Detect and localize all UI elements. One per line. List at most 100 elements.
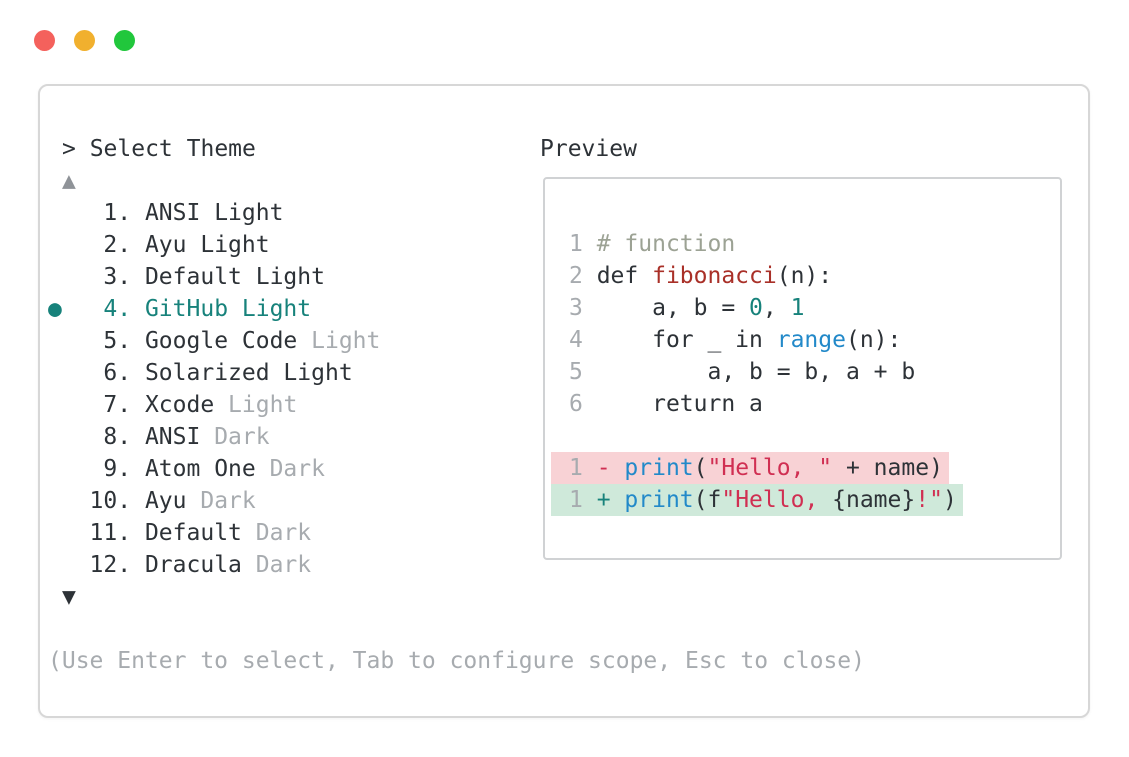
theme-item-variant: Dark [200, 424, 270, 450]
prompt: > Select Theme [62, 136, 256, 162]
line-number: 3 [569, 295, 597, 321]
marker-spacer [48, 488, 76, 514]
theme-item-label: Dracula [144, 552, 242, 578]
line-number: 1 [569, 231, 597, 257]
theme-item-number: 5. [75, 328, 145, 354]
scroll-up-icon[interactable]: ▲ [62, 168, 76, 194]
line-number: 5 [569, 359, 597, 385]
code-token-number: 1 [790, 295, 805, 321]
line-number: 4 [569, 327, 597, 353]
theme-item-label: Google Code [144, 328, 298, 354]
theme-item-3[interactable]: 3. Default Light [48, 261, 380, 293]
marker-spacer [48, 360, 76, 386]
theme-item-label: Default Light [144, 264, 325, 290]
theme-item-label: Atom One [144, 456, 256, 482]
marker-spacer [48, 392, 76, 418]
theme-item-5[interactable]: 5. Google Code Light [48, 325, 380, 357]
theme-item-label: Xcode [144, 392, 215, 418]
theme-item-4[interactable]: ● 4. GitHub Light [48, 293, 380, 325]
theme-item-variant: Dark [186, 488, 256, 514]
code-line: 6 return a [569, 388, 963, 420]
theme-item-number: 1. [75, 200, 145, 226]
code-line: 2 def fibonacci(n): [569, 260, 963, 292]
code-token-plain: a, b = [596, 295, 750, 321]
preview-label: Preview [540, 136, 637, 162]
theme-item-12[interactable]: 12. Dracula Dark [48, 549, 380, 581]
theme-item-label: Ayu [144, 488, 187, 514]
theme-item-number: 6. [75, 360, 145, 386]
code-token-plain: ) [942, 487, 957, 513]
theme-item-variant: Light [297, 328, 381, 354]
code-token-plain: {name} [832, 487, 916, 513]
theme-item-label: Solarized Light [144, 360, 353, 386]
theme-item-label: Ayu Light [144, 232, 270, 258]
code-token-plain: for _ in [596, 327, 777, 353]
code-token-builtin: print [624, 487, 694, 513]
code-token-plain: return a [596, 391, 763, 417]
marker-spacer [48, 520, 76, 546]
code-token-builtin: print [624, 455, 694, 481]
scroll-down-icon[interactable]: ▼ [62, 584, 76, 610]
titlebar [34, 30, 135, 51]
theme-item-8[interactable]: 8. ANSI Dark [48, 421, 380, 453]
code-line: 3 a, b = 0, 1 [569, 292, 963, 324]
minimize-button[interactable] [74, 30, 95, 51]
theme-item-variant: Dark [241, 520, 312, 546]
code-token-number: 0 [749, 295, 763, 321]
theme-item-2[interactable]: 2. Ayu Light [48, 229, 380, 261]
marker-spacer [48, 552, 76, 578]
code-token-plain: a, b = b, a + b [596, 359, 916, 385]
code-token-string: !" [915, 487, 943, 513]
theme-item-10[interactable]: 10. Ayu Dark [48, 485, 380, 517]
code-token-string: "Hello, [721, 487, 833, 513]
theme-item-number: 4. [75, 296, 145, 322]
theme-item-number: 3. [75, 264, 145, 290]
theme-item-number: 9. [75, 456, 145, 482]
code-line [569, 420, 963, 452]
diff-added-line: 1 + print(f"Hello, {name}!") [551, 484, 963, 516]
line-number: 1 [569, 487, 597, 513]
theme-item-label: Default [144, 520, 242, 546]
theme-item-1[interactable]: 1. ANSI Light [48, 197, 380, 229]
code-line: 5 a, b = b, a + b [569, 356, 963, 388]
selected-marker-icon: ● [48, 296, 76, 322]
code-token-comment: # function [596, 231, 736, 257]
code-token-string: - [596, 455, 625, 481]
line-number: 6 [569, 391, 597, 417]
code-token-function: fibonacci [652, 263, 777, 289]
code-token-accent: + [596, 487, 625, 513]
marker-spacer [48, 232, 76, 258]
theme-item-7[interactable]: 7. Xcode Light [48, 389, 380, 421]
marker-spacer [48, 328, 76, 354]
theme-item-label: ANSI Light [144, 200, 284, 226]
code-token-plain: ( [693, 455, 708, 481]
theme-item-9[interactable]: 9. Atom One Dark [48, 453, 380, 485]
marker-spacer [48, 200, 76, 226]
theme-item-6[interactable]: 6. Solarized Light [48, 357, 380, 389]
theme-list: 1. ANSI Light 2. Ayu Light 3. Default Li… [48, 197, 380, 581]
code-token-string: "Hello, " [707, 455, 833, 481]
diff-removed-line: 1 - print("Hello, " + name) [551, 452, 949, 484]
theme-item-number: 10. [75, 488, 145, 514]
theme-selector-window: > Select Theme ▲ 1. ANSI Light 2. Ayu Li… [38, 84, 1090, 718]
code-token-plain: (n): [845, 327, 902, 353]
close-button[interactable] [34, 30, 55, 51]
line-number: 1 [569, 455, 597, 481]
theme-item-11[interactable]: 11. Default Dark [48, 517, 380, 549]
code-line: 1 # function [569, 228, 963, 260]
marker-spacer [48, 424, 76, 450]
theme-item-number: 12. [75, 552, 145, 578]
theme-item-variant: Light [214, 392, 298, 418]
code-token-builtin: range [776, 327, 846, 353]
theme-item-number: 8. [75, 424, 145, 450]
theme-item-number: 2. [75, 232, 145, 258]
code-token-plain: + name) [832, 455, 943, 481]
theme-item-label: ANSI [144, 424, 201, 450]
maximize-button[interactable] [114, 30, 135, 51]
code-token-plain: def [596, 263, 653, 289]
theme-item-variant: Dark [255, 456, 325, 482]
theme-item-variant: Dark [241, 552, 312, 578]
marker-spacer [48, 264, 76, 290]
